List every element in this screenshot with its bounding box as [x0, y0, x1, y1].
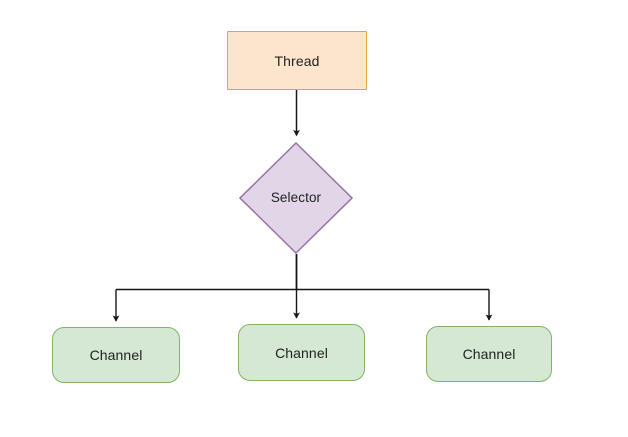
node-channel-left[interactable]: Channel: [52, 327, 180, 383]
node-thread-label: Thread: [274, 52, 320, 69]
node-channel-middle[interactable]: Channel: [238, 324, 365, 381]
node-channel-right-label: Channel: [462, 346, 516, 362]
diamond-shape: [239, 142, 353, 254]
node-selector[interactable]: Selector: [239, 142, 353, 254]
node-thread[interactable]: Thread: [227, 31, 367, 90]
node-channel-middle-label: Channel: [275, 344, 328, 361]
node-selector-label: Selector: [270, 190, 322, 206]
node-channel-left-label: Channel: [89, 347, 143, 363]
node-channel-right[interactable]: Channel: [426, 326, 552, 382]
